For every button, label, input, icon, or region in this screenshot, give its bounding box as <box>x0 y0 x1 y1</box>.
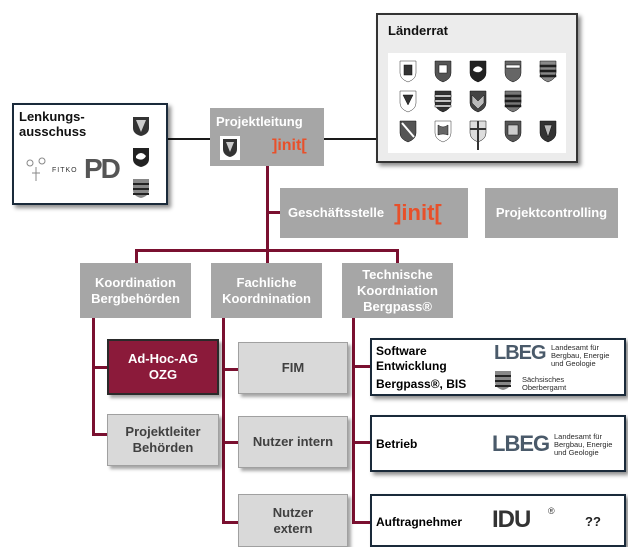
connector-right-b3 <box>352 521 370 524</box>
auftragnehmer-box: Auftragnehmer IDU ® ?? <box>370 494 626 547</box>
software-label-2: Entwicklung <box>376 359 447 373</box>
crest-hessen-icon <box>133 117 149 136</box>
nutzer-extern-label: Nutzer extern <box>272 504 314 536</box>
software-label-1: Software <box>376 344 427 358</box>
lbeg-text: Landesamt für Bergbau, Energie und Geolo… <box>554 432 613 457</box>
software-label-3: Bergpass®, BIS <box>376 377 467 391</box>
laenderrat-title: Länderrat <box>388 23 448 38</box>
nutzer-intern-box: Nutzer intern <box>238 416 348 468</box>
crests-grid <box>399 60 557 150</box>
connector-laenderrat <box>324 138 376 140</box>
auftragnehmer-questionmarks: ?? <box>585 514 601 529</box>
pd-logo: PD <box>84 153 121 184</box>
column-fachliche-koordination: Fachliche Koordnination <box>211 263 322 318</box>
connector-col1 <box>135 249 138 263</box>
projektleitung-box: Projektleitung ]init[ <box>210 108 324 166</box>
laenderrat-crest-panel <box>388 53 566 153</box>
connector-mid-b1 <box>222 368 238 371</box>
crest-hessen-icon <box>220 136 240 160</box>
geschaeftsstelle-label: Geschäftsstelle <box>288 205 385 220</box>
connector-right-b2 <box>352 441 370 444</box>
lbeg-logo: LBEG <box>492 431 550 456</box>
geschaeftsstelle-box: Geschäftsstelle ]init[ <box>280 188 468 238</box>
idu-logo: IDU <box>492 506 531 533</box>
column-koordination-bergbehoerden: Koordination Bergbehörden <box>80 263 191 318</box>
betrieb-label: Betrieb <box>376 437 418 451</box>
idu-registered: ® <box>548 506 555 516</box>
connector-left-vert <box>92 318 95 436</box>
connector-lenkung <box>168 138 210 140</box>
projektleiter-label: Projektleiter Behörden <box>125 424 201 455</box>
connector-trunk <box>266 166 269 250</box>
crest-niedersachsen-icon <box>133 148 149 167</box>
crest-sachsen-icon <box>495 371 511 390</box>
column-label: Technische Koordniation Bergpass® <box>357 266 438 314</box>
connector-left-b1 <box>92 366 107 369</box>
sachs-oberbergamt-text: Sächsisches Oberbergamt <box>522 375 567 392</box>
projektcontrolling-label: Projektcontrolling <box>495 205 608 220</box>
projektleitung-title: Projektleitung <box>216 114 303 129</box>
crest-sachsen-anhalt-icon <box>504 60 522 83</box>
column-label: Koordination Bergbehörden <box>91 274 180 306</box>
lenkungsausschuss-box: Lenkungs- ausschuss FITKO PD <box>12 103 168 205</box>
column-label: Fachliche Koordnination <box>222 274 311 306</box>
connector-right-b1 <box>352 365 370 368</box>
connector-mid-b3 <box>222 521 238 524</box>
projektleiter-behoerden-box: Projektleiter Behörden <box>107 414 219 466</box>
ad-hoc-ag-ozg-box: Ad-Hoc-AG OZG <box>107 339 219 395</box>
auftragnehmer-label: Auftragnehmer <box>376 515 463 529</box>
geschaeftsstelle-init-logo: ]init[ <box>394 200 442 225</box>
fim-box: FIM <box>238 342 348 394</box>
software-entwicklung-box: Software Entwicklung Bergpass®, BIS LBEG… <box>370 338 626 396</box>
nutzer-intern-label: Nutzer intern <box>252 434 334 449</box>
lbeg-logo: LBEG <box>494 342 547 364</box>
ad-hoc-ag-label: Ad-Hoc-AG OZG <box>127 351 199 382</box>
column-technische-koordination: Technische Koordniation Bergpass® <box>342 263 453 318</box>
laenderrat-box: Länderrat <box>376 13 578 163</box>
fitko-logo-icon <box>26 157 46 181</box>
projektleitung-init-logo: ]init[ <box>272 137 307 154</box>
connector-mid-b2 <box>222 441 238 444</box>
crest-sachsen-icon <box>133 179 149 198</box>
lbeg-text: Landesamt für Bergbau, Energie und Geolo… <box>551 343 610 368</box>
fim-label: FIM <box>281 360 305 375</box>
connector-right-vert <box>352 318 355 524</box>
connector-col3 <box>396 249 399 263</box>
connector-geschaeft <box>266 211 280 214</box>
lenkungsausschuss-title: Lenkungs- ausschuss <box>19 109 87 139</box>
nutzer-extern-box: Nutzer extern <box>238 494 348 547</box>
betrieb-box: Betrieb LBEG Landesamt für Bergbau, Ener… <box>370 415 626 472</box>
fitko-label: FITKO <box>52 167 78 174</box>
projektcontrolling-box: Projektcontrolling <box>485 188 618 238</box>
connector-left-b2 <box>92 433 107 436</box>
connector-mid-vert <box>222 318 225 524</box>
connector-col2 <box>266 249 269 263</box>
